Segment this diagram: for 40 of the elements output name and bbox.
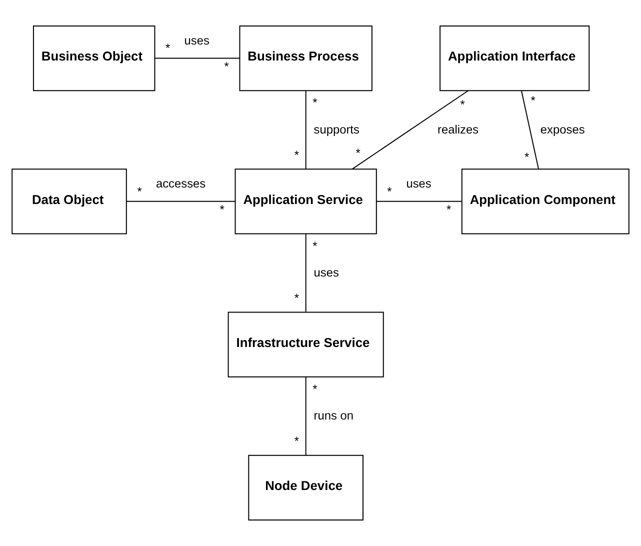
label: * <box>220 202 224 217</box>
label: * <box>224 59 229 74</box>
connector <box>305 376 306 456</box>
edge-label: exposes <box>540 122 585 136</box>
node-box: Business Process <box>239 25 372 92</box>
connector <box>154 58 240 59</box>
node-box: Node Device <box>248 454 364 521</box>
label: * <box>524 150 530 164</box>
connector <box>376 200 462 202</box>
label: * <box>294 148 300 162</box>
node-box: Application Component <box>461 168 630 234</box>
edge-label: uses <box>184 33 210 48</box>
label: * <box>312 96 318 110</box>
node-box: Infrastructure Service <box>228 312 384 378</box>
edge-label: accesses <box>156 176 206 191</box>
label: * <box>312 238 318 253</box>
label: * <box>530 93 536 108</box>
node-box: Data Object <box>12 168 127 234</box>
node-box: Application Service <box>234 168 377 234</box>
connector <box>520 90 539 170</box>
label: * <box>294 434 300 448</box>
label: * <box>356 146 360 160</box>
label: * <box>312 382 318 396</box>
label: * <box>137 184 142 198</box>
connector <box>352 90 469 170</box>
edge-label: uses <box>314 266 339 280</box>
label: * <box>165 41 170 56</box>
label: * <box>387 184 392 198</box>
label: * <box>446 202 452 217</box>
connector <box>126 200 236 202</box>
edge-label: realizes <box>438 122 479 136</box>
connector <box>305 90 306 170</box>
label: * <box>460 98 465 112</box>
edge-label: uses <box>406 176 432 191</box>
node-box: Business Object <box>32 25 156 92</box>
node-box: Application Interface <box>440 25 590 92</box>
edge-label: runs on <box>314 408 354 423</box>
connector <box>305 233 306 312</box>
edge-label: supports <box>314 122 360 136</box>
label: * <box>294 290 300 305</box>
